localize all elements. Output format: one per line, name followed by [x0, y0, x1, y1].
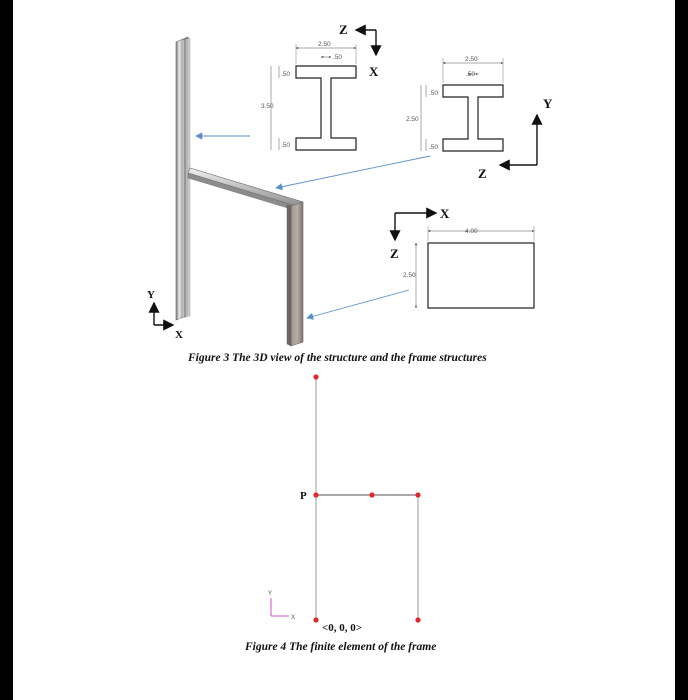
- fe-node: [415, 617, 421, 623]
- fe-node: [313, 492, 319, 498]
- axis-z-label: Z: [390, 246, 399, 261]
- dim-height-label: 3.50: [261, 103, 274, 110]
- fe-axis-y-label: Y: [268, 591, 272, 597]
- dim-width-label: 2.50: [318, 41, 331, 48]
- dim-height-label: 2.50: [403, 272, 416, 279]
- global-axis-y-label: Y: [147, 289, 155, 301]
- dim-flange-bottom-label: .50: [281, 142, 290, 149]
- pointer-arrow: [275, 155, 431, 191]
- i-section-column: 2.50 .50 .50 3.50 .50 Z X: [261, 22, 382, 151]
- axis-z-label: Z: [339, 22, 348, 37]
- origin-label: <0, 0, 0>: [322, 622, 362, 634]
- rect-section-column: 4.00 2.50 X Z: [389, 206, 535, 309]
- figure-4-caption: Figure 4 The finite element of the frame: [245, 641, 437, 653]
- node-label-p: P: [300, 490, 307, 502]
- fe-node: [369, 492, 375, 498]
- global-axis-triad: Y X: [147, 289, 183, 341]
- axis-y-label: Y: [543, 96, 553, 111]
- pointer-arrow: [306, 289, 410, 320]
- fe-node: [313, 374, 319, 380]
- document-page: Y X 2.50 .50 .50 3.50 .50 Z X 2.50 .50 .…: [13, 0, 675, 700]
- dim-flange-top-label: .50: [281, 71, 290, 78]
- axis-z-label: Z: [478, 166, 487, 181]
- fe-frame-diagram: P <0, 0, 0> Y X: [268, 374, 421, 634]
- dim-web-label: .50: [466, 71, 475, 78]
- dim-width-label: 2.50: [465, 56, 478, 63]
- fe-axis-x-label: X: [291, 615, 295, 621]
- figure-canvas: Y X 2.50 .50 .50 3.50 .50 Z X 2.50 .50 .…: [147, 22, 553, 634]
- i-section-beam: 2.50 .50 .50 2.50 .50 Y Z: [406, 56, 553, 181]
- dim-height-label: 2.50: [406, 116, 419, 123]
- frame-3d-model: [175, 36, 304, 347]
- fe-node: [415, 492, 421, 498]
- dim-web-label: .50: [333, 54, 342, 61]
- dim-flange-bottom-label: .50: [429, 144, 438, 151]
- fe-node: [313, 617, 319, 623]
- axis-x-label: X: [369, 64, 379, 79]
- global-axis-x-label: X: [175, 329, 183, 341]
- axis-x-label: X: [440, 206, 450, 221]
- figure-3-caption: Figure 3 The 3D view of the structure an…: [188, 352, 487, 364]
- dim-width-label: 4.00: [465, 228, 478, 235]
- dim-flange-top-label: .50: [429, 90, 438, 97]
